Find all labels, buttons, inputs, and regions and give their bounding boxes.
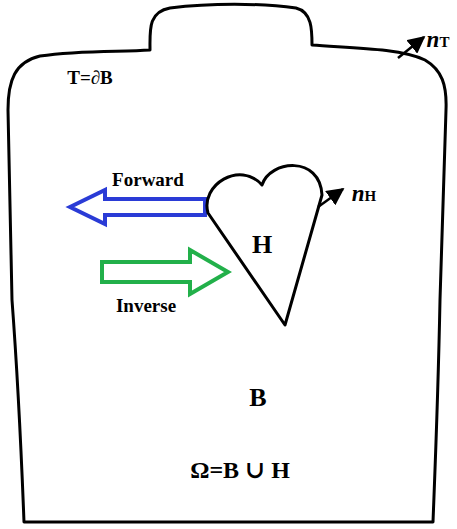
boundary-label: T=∂B [67,68,113,89]
domain-label: Ω=B ∪ H [190,457,290,483]
region-label: H [252,231,272,260]
direction-label: Inverse [116,296,176,317]
region-label: B [249,384,266,413]
inverse-block-arrow [102,250,228,294]
normal-label: nH [352,181,376,206]
direction-label: Forward [112,170,184,191]
normal-label: nT [427,27,450,52]
forward-block-arrow [70,190,205,224]
outline-path [8,4,446,522]
heart-region: H [200,155,330,330]
outline-path [207,166,322,325]
